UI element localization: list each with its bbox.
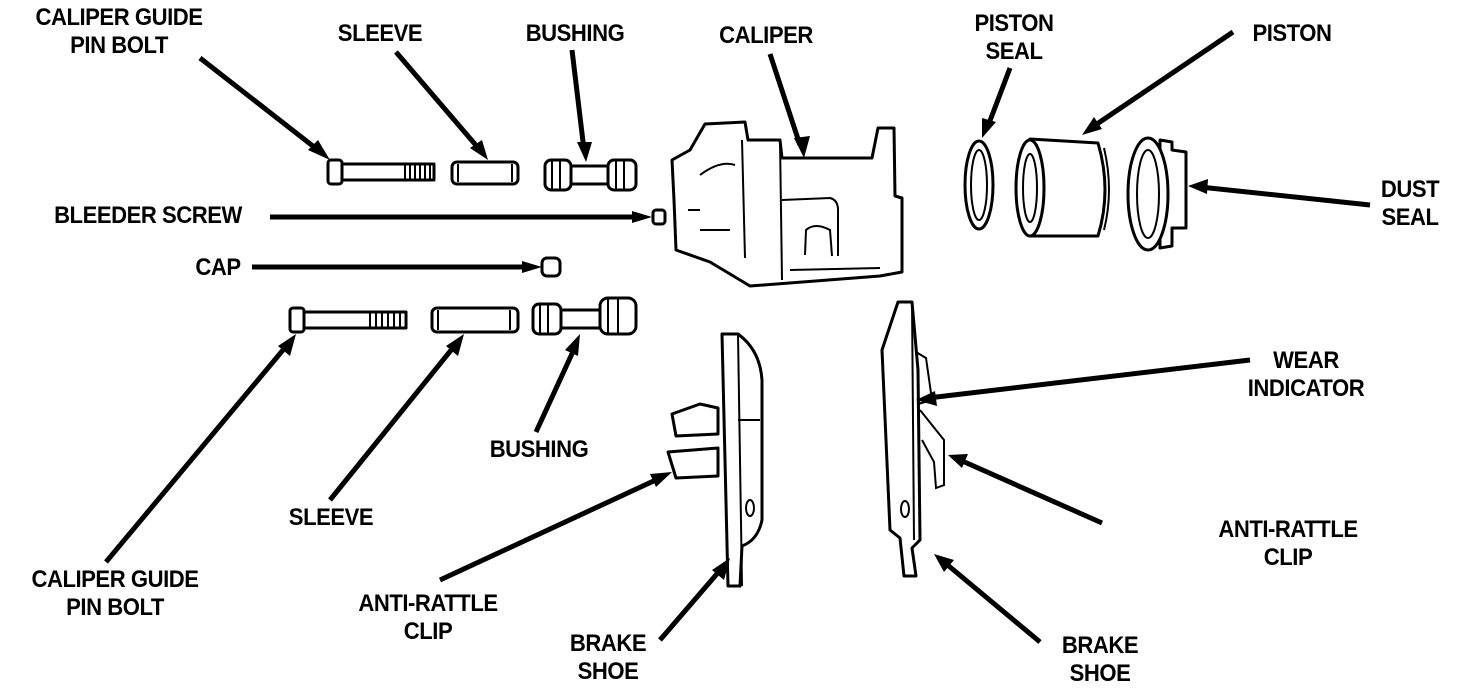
label-line: SLEEVE (288, 504, 374, 531)
label-brake-shoe-left: BRAKE SHOE (553, 630, 663, 686)
label-line: ANTI-RATTLE (358, 590, 498, 617)
label-line: INDICATOR (1247, 375, 1365, 402)
arrow-dust-seal (1199, 184, 1371, 208)
piston-seal-part (963, 139, 995, 231)
arrow-caliper (767, 53, 803, 146)
arrow-piston (1092, 29, 1235, 129)
label-line: PISTON (1252, 20, 1332, 47)
label-brake-shoe-right: BRAKE SHOE (1045, 632, 1155, 688)
label-line: SEAL (985, 38, 1043, 65)
label-cap: CAP (183, 254, 253, 282)
label-line: CAP (195, 254, 241, 281)
label-line: PIN BOLT (70, 32, 168, 59)
bushing-top (543, 158, 638, 192)
label-line: BUSHING (489, 436, 589, 463)
label-line: PISTON (974, 10, 1054, 37)
label-anti-rattle-clip-right: ANTI-RATTLE CLIP (1196, 516, 1380, 572)
label-caliper-guide-pin-bolt-bottom: CALIPER GUIDE PIN BOLT (11, 566, 219, 622)
label-sleeve-top: SLEEVE (334, 20, 426, 48)
label-line: SHOE (577, 658, 639, 685)
leader-arrows (104, 29, 1371, 644)
label-line: PIN BOLT (66, 594, 164, 621)
label-caliper: CALIPER (705, 22, 826, 50)
arrow-pin-bolt-bottom (104, 342, 290, 564)
label-piston-seal: PISTON SEAL (964, 10, 1063, 66)
label-line: BRAKE (1061, 632, 1139, 659)
guide-pin-bolt-top (326, 158, 436, 186)
label-sleeve-bottom: SLEEVE (271, 504, 391, 532)
arrow-wear-indicator (927, 357, 1251, 401)
arrow-pin-bolt-top (198, 56, 320, 152)
label-line: SEAL (1381, 204, 1439, 231)
bleeder-screw (651, 208, 667, 226)
label-dust-seal: DUST SEAL (1364, 176, 1456, 232)
bushing-bottom (531, 296, 638, 336)
guide-pin-bolt-bottom (288, 306, 408, 334)
dust-seal-part (1126, 136, 1188, 252)
arrow-brake-shoe-left (658, 566, 724, 642)
label-line: CALIPER GUIDE (35, 4, 203, 31)
caliper-body (670, 120, 904, 288)
label-wear-indicator: WEAR INDICATOR (1229, 347, 1384, 403)
brake-shoe-right (880, 300, 945, 578)
arrow-sleeve-top (394, 50, 482, 152)
label-line: WEAR (1273, 347, 1339, 374)
label-line: BUSHING (525, 20, 625, 47)
label-line: CALIPER GUIDE (31, 566, 199, 593)
arrow-bushing-bottom (533, 343, 579, 434)
label-bushing-top: BUSHING (506, 20, 644, 48)
label-line: ANTI-RATTLE (1218, 516, 1358, 543)
label-line: BRAKE (569, 630, 647, 657)
label-bushing-bottom: BUSHING (470, 436, 608, 464)
arrow-brake-shoe-right (942, 560, 1042, 644)
sleeve-bottom (430, 306, 520, 334)
label-caliper-guide-pin-bolt-top: CALIPER GUIDE PIN BOLT (17, 4, 221, 60)
sleeve-top (450, 160, 520, 186)
label-line: CLIP (1263, 544, 1313, 571)
arrow-piston-seal (985, 67, 1013, 127)
label-line: DUST (1380, 176, 1440, 203)
label-line: SLEEVE (337, 20, 423, 47)
brake-shoe-left (666, 332, 764, 588)
label-line: CALIPER (719, 22, 813, 49)
label-line: CLIP (403, 618, 453, 645)
label-anti-rattle-clip-left: ANTI-RATTLE CLIP (336, 590, 520, 646)
label-piston: PISTON (1237, 20, 1347, 48)
label-line: BLEEDER SCREW (54, 202, 242, 229)
arrow-sleeve-bottom (328, 342, 458, 502)
cap-part (540, 256, 562, 278)
piston-part (1014, 137, 1110, 238)
label-line: SHOE (1069, 660, 1131, 687)
arrow-bushing-top (569, 49, 587, 151)
arrow-anti-rattle-left (438, 475, 662, 583)
arrow-anti-rattle-right (958, 457, 1104, 526)
label-bleeder-screw: BLEEDER SCREW (32, 202, 264, 230)
